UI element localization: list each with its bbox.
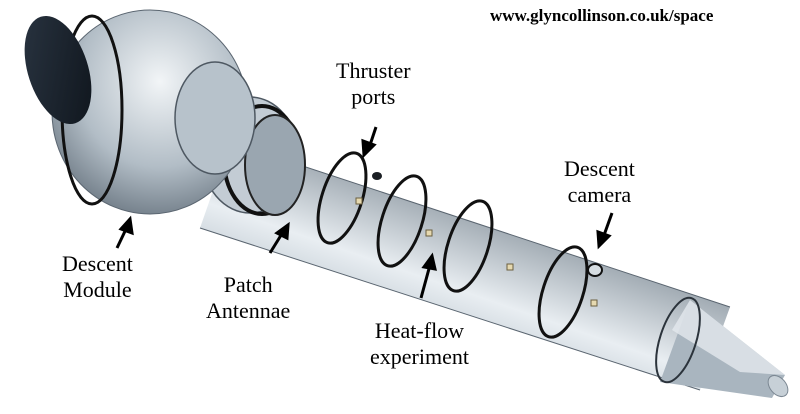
label-heat-flow: Heat-flow experiment xyxy=(370,318,469,370)
leader-arrows xyxy=(115,126,614,299)
label-thruster-ports: Thruster ports xyxy=(336,58,411,110)
label-descent-module: Descent Module xyxy=(62,251,133,303)
label-descent-module-line1: Descent xyxy=(62,251,133,276)
label-heat-flow-line2: experiment xyxy=(370,344,469,369)
body-rings xyxy=(316,151,701,384)
label-descent-camera: Descent camera xyxy=(564,156,635,208)
label-descent-camera-line2: camera xyxy=(567,182,632,207)
label-thruster-ports-line1: Thruster xyxy=(336,58,411,83)
back-cap xyxy=(24,15,92,125)
label-patch-antennae-line1: Patch xyxy=(223,272,273,297)
label-descent-module-line2: Module xyxy=(63,277,132,302)
label-heat-flow-line1: Heat-flow xyxy=(374,318,465,343)
label-thruster-ports-line2: ports xyxy=(351,84,396,109)
label-descent-camera-line1: Descent xyxy=(564,156,635,181)
penetrator-body xyxy=(199,141,731,391)
website-url: www.glyncollinson.co.uk/space xyxy=(490,6,714,25)
descent-module-sphere xyxy=(51,9,256,215)
surface-features xyxy=(355,172,603,307)
label-patch-antennae-line2: Antennae xyxy=(206,298,291,323)
label-patch-antennae: Patch Antennae xyxy=(206,272,290,324)
